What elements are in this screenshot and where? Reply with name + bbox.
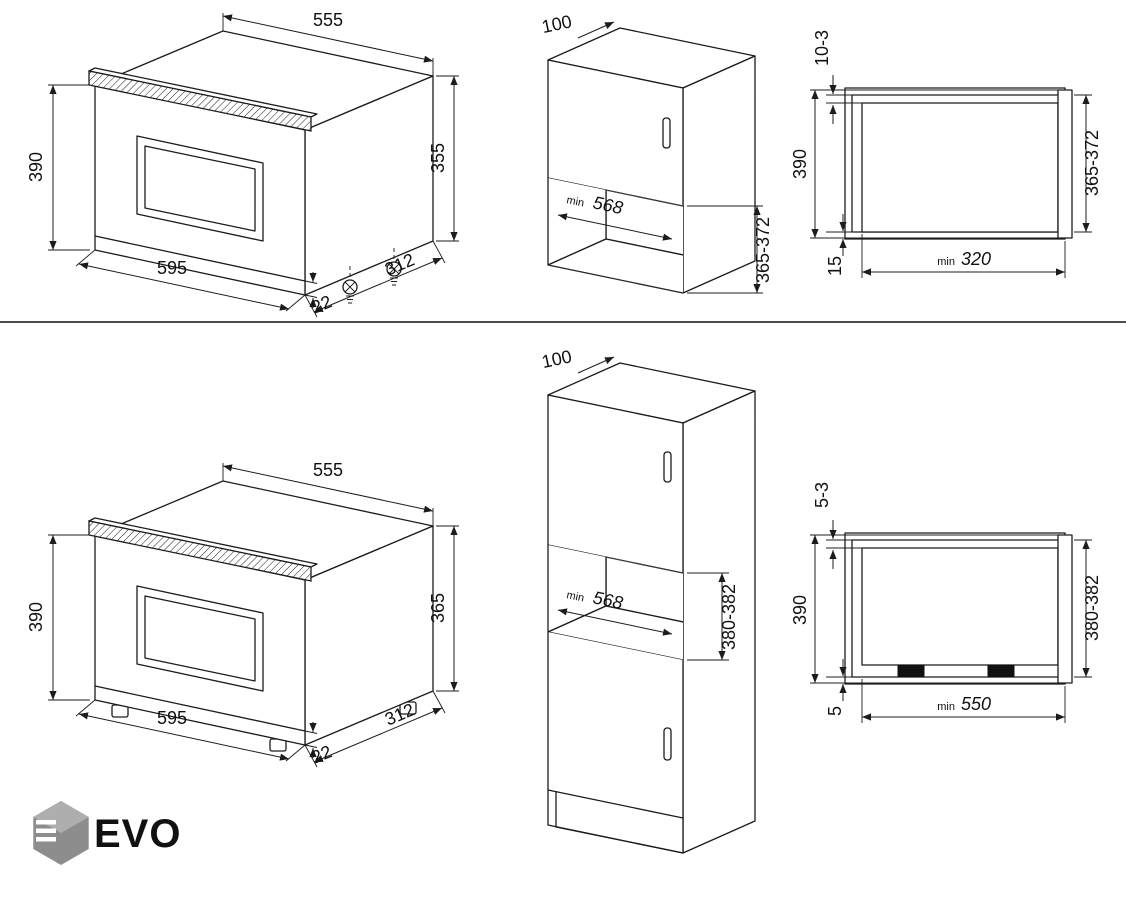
cabinet-lower-door-handle: [663, 727, 672, 761]
oven-front-height-label: 390: [26, 152, 46, 182]
section-min-depth-label: 320: [961, 249, 991, 269]
bottom-oven-view: 555 390 365 595 312 22: [26, 460, 459, 768]
dim-oven-rear-height: 355: [428, 75, 459, 242]
dim-oven-front-width: 595: [75, 249, 306, 312]
logo-stripe: [36, 828, 56, 833]
dim-section-niche-height: 380-382: [1074, 539, 1102, 678]
oven-front-width-label: 595: [157, 258, 187, 278]
section-min-label: min: [937, 701, 955, 713]
dim-cabinet-niche-height: 365-372: [687, 205, 773, 294]
dim-oven-front-height: 390: [26, 534, 90, 701]
section-oven-body: [861, 547, 1059, 666]
niche-width-min-label: min: [565, 194, 585, 209]
evo-logo: EVO: [33, 801, 181, 865]
section-niche-height-label: 365-372: [1082, 130, 1102, 196]
section-cabinet-outer: [844, 532, 1066, 685]
oven-trim-label: 22: [309, 291, 335, 317]
logo-stripe: [36, 837, 56, 842]
dim-oven-front-width: 595: [75, 699, 306, 762]
section-min-label: min: [937, 256, 955, 268]
section-cabinet-inner: [851, 539, 1066, 678]
dim-section-front-height: 390: [790, 534, 1058, 684]
oven-rear-height-label: 365: [428, 593, 448, 623]
dim-section-bottom-overlap: 15: [825, 214, 852, 276]
dim-section-top-gap: 10-3: [812, 30, 862, 124]
oven-trim-label: 22: [309, 741, 335, 767]
dim-oven-top-width: 555: [222, 10, 434, 76]
section-top-gap-label: 5-3: [812, 482, 832, 508]
logo-stripe: [36, 820, 56, 825]
cabinet-top-clearance-label: 100: [540, 11, 574, 37]
cabinet-door-handle: [662, 117, 671, 149]
section-front-height-label: 390: [790, 149, 810, 179]
top-cabinet-view: 100 min 568 365-372: [540, 11, 773, 294]
section-oven-front-frame: [1057, 89, 1073, 239]
oven-rear-height-label: 355: [428, 143, 448, 173]
section-bottom-overlap-label: 15: [825, 256, 845, 276]
oven-front-width-label: 595: [157, 708, 187, 728]
dim-section-min-depth: min 320: [861, 234, 1066, 278]
cabinet-lower-door-bottom-edge: [547, 789, 684, 819]
cabinet-side-face: [682, 55, 756, 294]
niche-height-label: 380-382: [719, 584, 739, 650]
bottom-cabinet-view: 100 min 568 380-382: [540, 346, 756, 854]
section-oven-foot: [897, 664, 925, 678]
dim-section-niche-height: 365-372: [1074, 94, 1102, 233]
oven-handle-trim: [88, 70, 312, 132]
cabinet-plinth-edge: [555, 791, 684, 854]
section-oven-body: [861, 102, 1059, 233]
dim-section-front-height: 390: [790, 89, 1058, 239]
section-niche-height-label: 380-382: [1082, 575, 1102, 641]
oven-front-height-label: 390: [26, 602, 46, 632]
dim-section-top-gap: 5-3: [812, 482, 862, 569]
top-section-view: 10-3 390 15 365-372 min 320: [790, 30, 1102, 278]
dim-oven-top-width: 555: [222, 460, 434, 526]
top-oven-view: 555 390 355 595 312 22: [26, 10, 459, 318]
cabinet-upper-door-handle: [663, 451, 672, 483]
dim-oven-front-height: 390: [26, 84, 90, 251]
oven-handle-trim: [88, 520, 312, 582]
section-oven-front-frame: [1057, 534, 1073, 684]
oven-top-width-label: 555: [313, 460, 343, 480]
logo-text: EVO: [94, 812, 181, 856]
section-cabinet-outer: [844, 87, 1066, 240]
niche-width-min-label: min: [565, 589, 585, 604]
dim-section-min-depth: min 550: [861, 679, 1066, 723]
dim-cabinet-niche-height: 380-382: [687, 572, 739, 661]
section-top-gap-label: 10-3: [812, 30, 832, 66]
cabinet-top-clearance-label: 100: [540, 346, 574, 372]
dim-cabinet-top-clearance: 100: [540, 346, 615, 374]
section-bottom-overlap-label: 5: [825, 706, 845, 716]
dim-cabinet-top-clearance: 100: [540, 11, 615, 39]
bottom-section-view: 5-3 390 5 380-382 min 550: [790, 482, 1102, 723]
section-oven-foot: [987, 664, 1015, 678]
dim-section-bottom-overlap: 5: [825, 659, 852, 716]
section-front-height-label: 390: [790, 595, 810, 625]
oven-top-width-label: 555: [313, 10, 343, 30]
oven-door-window: [144, 595, 256, 682]
oven-door-window: [144, 145, 256, 232]
dim-oven-rear-height: 365: [428, 525, 459, 692]
logo-hexagon-top-face: [33, 801, 89, 833]
niche-height-label: 365-372: [753, 217, 773, 283]
section-min-depth-label: 550: [961, 694, 991, 714]
